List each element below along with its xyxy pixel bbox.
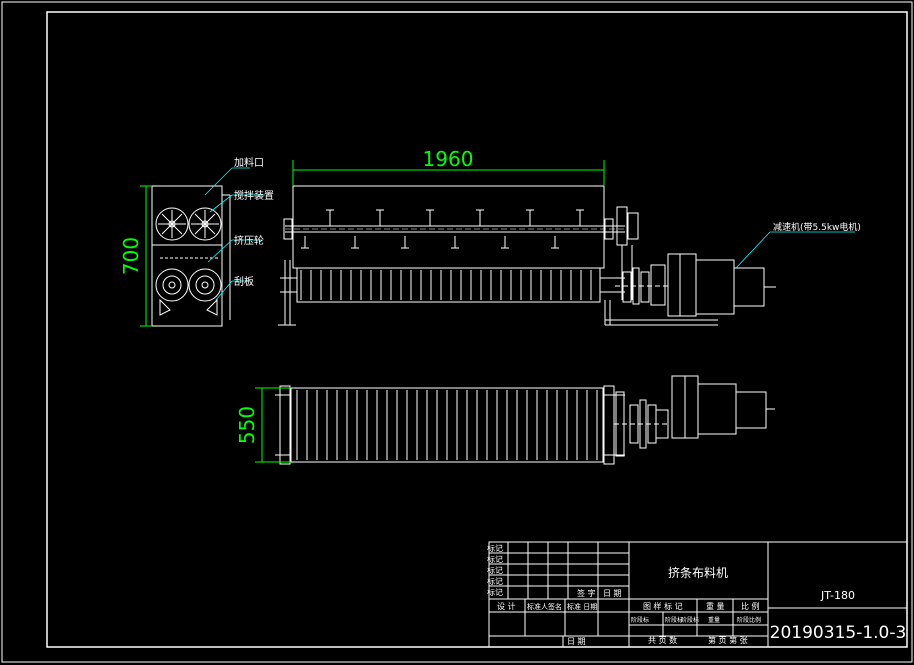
sign-label: 签 字 <box>577 588 596 598</box>
rev-mark-1: 标记 <box>487 543 503 553</box>
dim-width: 550 <box>235 387 291 463</box>
sheet-count: 共 页 数 <box>648 635 677 645</box>
side-view <box>151 185 231 327</box>
drawing-number: 20190315-1.0-3 <box>770 623 907 643</box>
standard-date-label: 标准 日期 <box>567 602 597 611</box>
stage-cell-2: 阶段标 <box>665 616 683 624</box>
date-label-top: 日 期 <box>603 589 622 598</box>
dim-width-label: 550 <box>235 406 259 444</box>
side-view-leaders <box>204 167 265 301</box>
stage-header-scale: 比 例 <box>741 601 760 611</box>
stripper-label: 刮板 <box>234 275 254 288</box>
top-view <box>275 375 775 465</box>
dim-height-label: 700 <box>119 237 143 275</box>
rev-mark-5: 标记 <box>487 587 503 597</box>
standard-sign-label: 标准人签名 <box>527 602 562 611</box>
stage-header-mark: 图 样 标 记 <box>643 601 683 611</box>
stir-device-label: 搅拌装置 <box>234 189 274 202</box>
dim-height: 700 <box>119 185 152 327</box>
machine-name: 挤条布料机 <box>668 565 728 580</box>
title-block <box>488 541 908 648</box>
dim-length: 1960 <box>292 147 605 186</box>
reducer-label: 减速机(带5.5kw电机) <box>773 221 861 233</box>
press-roller-label: 挤压轮 <box>234 234 264 247</box>
stage-cell-4: 重量 <box>708 616 720 624</box>
feed-port-label: 加料口 <box>234 156 264 169</box>
rev-mark-2: 标记 <box>487 554 503 564</box>
reducer-leader <box>735 231 855 269</box>
designer-label: 设 计 <box>497 601 516 611</box>
date-label-bottom: 日 期 <box>567 637 586 646</box>
dim-length-label: 1960 <box>423 147 474 171</box>
front-view <box>278 185 776 326</box>
rev-mark-3: 标记 <box>487 565 503 575</box>
inner-border <box>46 11 908 648</box>
stage-cell-1: 阶段标 <box>631 616 649 624</box>
stage-header-weight: 重 量 <box>706 601 725 611</box>
model-code: JT-180 <box>820 589 855 602</box>
stage-cell-3: 阶段标 <box>681 616 699 624</box>
stage-cell-5: 阶段比例 <box>737 616 761 624</box>
sheet-number: 第 页 第 张 <box>708 635 748 645</box>
rev-mark-4: 标记 <box>487 576 503 586</box>
